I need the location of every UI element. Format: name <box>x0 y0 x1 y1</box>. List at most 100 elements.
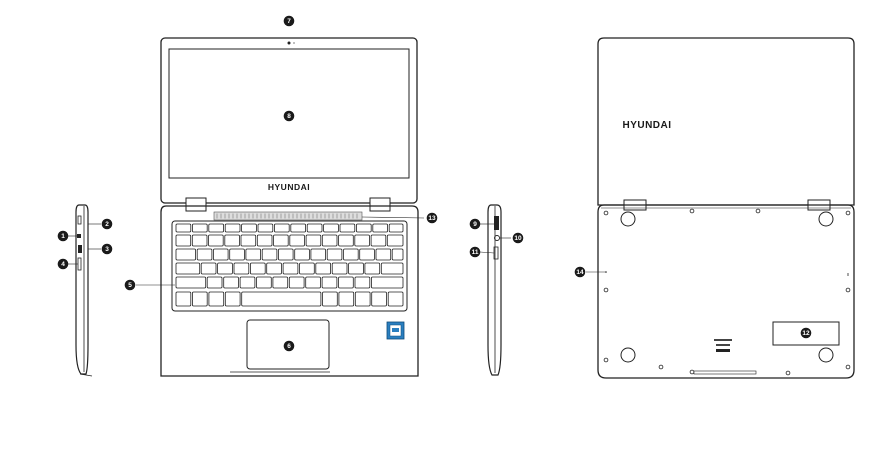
rubber-foot-bottom-right <box>818 347 834 363</box>
keyboard-key <box>175 262 201 275</box>
keyboard-key <box>175 276 207 289</box>
keyboard-key <box>224 223 241 233</box>
callout-6: 6 <box>283 340 295 352</box>
keyboard-key <box>386 234 404 247</box>
right-port-10 <box>494 235 500 241</box>
callout-label: 14 <box>576 269 584 276</box>
keyboard-key <box>354 276 371 289</box>
display-screen <box>168 48 410 179</box>
keyboard-key <box>387 291 404 307</box>
callout-circle <box>469 246 481 258</box>
callout-label: 11 <box>472 249 479 256</box>
keyboard-key <box>355 223 372 233</box>
keyboard-key <box>256 234 273 247</box>
left-side-view <box>68 204 101 377</box>
callout-label: 3 <box>105 246 109 253</box>
keyboard-key <box>338 276 354 289</box>
callout-5: 5 <box>124 279 136 291</box>
keyboard-key <box>191 223 208 233</box>
keyboard-key <box>175 223 192 233</box>
callout-circle <box>512 232 524 244</box>
keyboard-key <box>343 248 359 261</box>
keyboard-key <box>322 291 338 307</box>
webcam-led <box>293 42 295 44</box>
speaker-grille <box>213 211 363 221</box>
keyboard-key <box>257 223 274 233</box>
keyboard-key <box>206 276 223 289</box>
bottom-panel <box>597 204 855 379</box>
callout-label: 8 <box>287 113 291 120</box>
left-port-1 <box>77 234 81 238</box>
screw-hole <box>603 357 609 363</box>
keyboard-key <box>391 248 404 261</box>
hinge-right <box>369 197 391 212</box>
callout-label: 5 <box>128 282 132 289</box>
callout-label: 6 <box>287 343 291 350</box>
rubber-foot-top-right <box>818 211 834 227</box>
callout-2: 2 <box>101 218 113 230</box>
callout-circle <box>283 340 295 352</box>
keyboard-key <box>223 276 239 289</box>
keyboard-key <box>294 248 310 261</box>
keyboard-key <box>208 291 225 307</box>
keyboard-key <box>380 262 404 275</box>
keyboard-key <box>326 248 343 261</box>
keyboard-key <box>208 223 225 233</box>
keyboard-key <box>305 276 321 289</box>
keyboard-key <box>256 276 272 289</box>
callout-circle <box>283 15 295 27</box>
callout-4: 4 <box>57 258 69 270</box>
keyboard-key <box>321 234 338 247</box>
keyboard-key <box>217 262 233 275</box>
keyboard-key <box>266 262 282 275</box>
keyboard-key <box>245 248 261 261</box>
base-outer <box>160 205 419 377</box>
keyboard-key <box>354 291 371 307</box>
screw-hole <box>689 369 695 375</box>
callout-circle <box>800 327 812 339</box>
keyboard-key <box>388 223 404 233</box>
lid-back <box>597 37 855 206</box>
keyboard-key <box>191 291 208 307</box>
keyboard-key <box>299 262 315 275</box>
keyboard-key <box>288 276 305 289</box>
keyboard-key <box>359 248 375 261</box>
keyboard-key <box>239 276 256 289</box>
keyboard-key <box>212 248 229 261</box>
keyboard-key <box>261 248 278 261</box>
keyboard-key <box>229 248 245 261</box>
keyboard-key <box>305 234 322 247</box>
keyboard-key <box>364 262 381 275</box>
keyboard-key <box>272 276 289 289</box>
callout-10: 10 <box>512 232 524 244</box>
keyboard-key <box>191 234 208 247</box>
keyboard-key <box>321 276 338 289</box>
screw-hole <box>755 208 761 214</box>
keyboard-key <box>175 291 192 307</box>
callout-7: 7 <box>283 15 295 27</box>
callout-label: 4 <box>61 261 65 268</box>
keyboard-key <box>233 262 250 275</box>
callout-label: 9 <box>473 221 477 228</box>
screw-hole <box>658 364 664 370</box>
right-port-9 <box>494 216 499 230</box>
keyboard-key <box>277 248 294 261</box>
callout-8: 8 <box>283 110 295 122</box>
screw-hole <box>603 287 609 293</box>
callout-12: 12 <box>800 327 812 339</box>
callout-label: 7 <box>287 18 291 25</box>
keyboard-key <box>331 262 348 275</box>
keyboard-key <box>338 291 355 307</box>
hinge-left <box>185 197 207 212</box>
keyboard-key <box>240 234 257 247</box>
keyboard-key <box>273 223 290 233</box>
callout-circle <box>574 266 586 278</box>
keyboard-key <box>290 223 306 233</box>
screw-hole <box>689 208 695 214</box>
keyboard-key <box>375 248 392 261</box>
regulatory-label <box>714 339 732 352</box>
keyboard-key <box>208 234 224 247</box>
keyboard-key <box>370 276 404 289</box>
left-port-3 <box>78 245 82 253</box>
